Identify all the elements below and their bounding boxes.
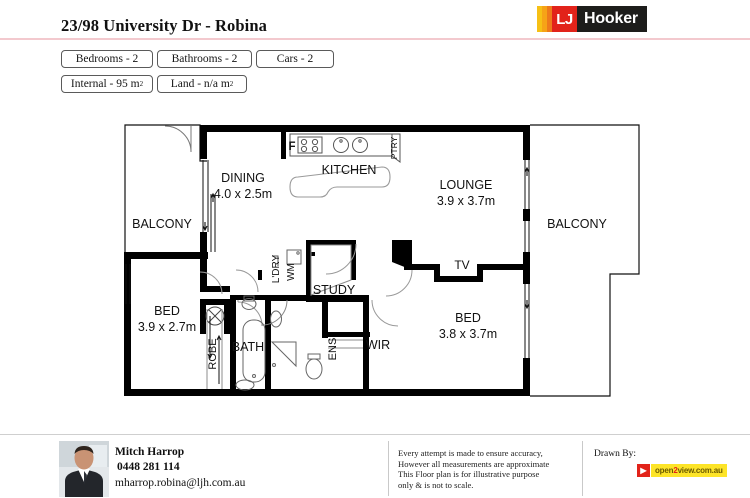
o2v-text-before: open <box>655 465 674 475</box>
agent-phone[interactable]: 0448 281 114 <box>117 461 180 473</box>
room-label-kitchen: KITCHEN <box>322 163 377 177</box>
badge-land-superscript: 2 <box>229 80 234 88</box>
label-laundry: L'DRY <box>271 254 282 283</box>
open2view-logo[interactable]: ▶ open2view.com.au <box>637 464 727 477</box>
logo-stripe-yellow-icon <box>537 6 542 32</box>
pantry-door-icon <box>391 133 401 163</box>
room-dims-bed-left: 3.9 x 2.7m <box>138 320 196 334</box>
badge-bathrooms-label: Bathrooms - 2 <box>171 53 238 65</box>
sliding-door-icon-group <box>125 160 530 358</box>
room-label-dining: DINING <box>221 171 265 185</box>
footer-divider <box>0 434 750 435</box>
toilet-ens-icon <box>305 358 323 380</box>
open2view-wordmark: open2view.com.au <box>651 464 727 477</box>
badge-bathrooms: Bathrooms - 2 <box>157 50 252 68</box>
wall-structure <box>124 125 530 396</box>
logo-wordmark: Hooker <box>577 6 647 32</box>
logo-mark: LJ <box>552 6 577 32</box>
agent-email[interactable]: mharrop.robina@ljh.com.au <box>115 477 246 489</box>
room-label-bed-left: BED <box>154 304 180 318</box>
entry-door-arc-icon <box>164 125 192 153</box>
badge-internal-label: Internal - 95 m <box>70 78 140 90</box>
page-title: 23/98 University Dr - Robina <box>61 16 267 35</box>
label-fridge: F <box>288 141 295 153</box>
sink-bowl-left-icon <box>333 137 349 153</box>
balcony-left-outline <box>124 124 207 259</box>
room-label-bath: BATH <box>232 340 264 354</box>
label-washing-machine: WM <box>286 263 297 281</box>
room-label-lounge: LOUNGE <box>440 178 493 192</box>
badge-internal-superscript: 2 <box>139 80 144 88</box>
cooktop-icon <box>297 136 323 154</box>
badge-bedrooms: Bedrooms - 2 <box>61 50 153 68</box>
badge-cars-label: Cars - 2 <box>276 53 314 65</box>
disclaimer-line-4: only & is not to scale. <box>398 479 474 490</box>
badge-bedrooms-label: Bedrooms - 2 <box>75 53 139 65</box>
robe-slider-arrows <box>207 316 222 384</box>
label-tv: TV <box>454 258 469 272</box>
room-label-wir: WIR <box>366 338 390 352</box>
lj-hooker-logo: LJ Hooker <box>537 6 647 32</box>
drawn-by-label: Drawn By: <box>594 449 636 459</box>
logo-stripe-amber-icon <box>542 6 547 32</box>
label-robe: ROBE <box>207 338 219 369</box>
disclaimer-line-3: This Floor plan is for illustrative purp… <box>398 469 540 480</box>
robe-shelf-lines <box>206 309 223 389</box>
o2v-text-after: view.com.au <box>677 465 723 475</box>
balcony-right-outline <box>530 124 640 397</box>
floorplan-drawing: BALCONY DINING 4.0 x 2.5m KITCHEN LOUNGE… <box>0 104 750 426</box>
o2v-text-accent: 2 <box>673 465 678 475</box>
basin-bath-icon <box>235 379 255 391</box>
disclaimer-line-1: Every attempt is made to ensure accuracy… <box>398 448 543 458</box>
logo-mark-text: LJ <box>556 10 573 28</box>
washing-machine-icon <box>286 249 302 265</box>
room-label-balcony-left: BALCONY <box>132 217 192 231</box>
room-label-bed-right: BED <box>455 311 481 325</box>
room-dims-lounge: 3.9 x 3.7m <box>437 194 495 208</box>
dining-table-fixture <box>289 166 391 198</box>
open2view-mark-icon: ▶ <box>637 464 650 477</box>
badge-land-label: Land - n/a m <box>170 78 230 90</box>
room-label-balcony-right: BALCONY <box>547 217 607 231</box>
rotated-label-group: PTRY ROBE L'DRY WM ENS <box>207 136 399 369</box>
wir-shelf-lines <box>328 339 363 349</box>
corner-shower-icon <box>270 341 297 368</box>
toilet-bowl-icon <box>241 298 257 310</box>
room-label-group: BALCONY DINING 4.0 x 2.5m KITCHEN LOUNGE… <box>132 141 607 354</box>
page-header: 23/98 University Dr - Robina LJ Hooker <box>0 0 750 40</box>
header-divider <box>0 38 750 40</box>
label-pantry: PTRY <box>389 136 399 159</box>
footer-column-divider-left <box>388 441 389 496</box>
room-dims-dining: 4.0 x 2.5m <box>214 187 272 201</box>
avatar <box>59 441 109 497</box>
label-ensuite: ENS <box>327 338 339 361</box>
bath-fixtures <box>235 295 266 391</box>
disclaimer-text: Every attempt is made to ensure accuracy… <box>398 448 578 490</box>
badge-cars: Cars - 2 <box>256 50 334 68</box>
logo-stripe-orange-icon <box>547 6 552 32</box>
study-desk-fixture <box>310 244 352 296</box>
kitchen-bench-fixture <box>289 133 401 157</box>
ceiling-fixture-icon <box>205 306 225 326</box>
toilet-cistern-icon <box>243 295 255 302</box>
basin-ens-icon <box>270 310 282 328</box>
laundry-fixtures <box>272 249 302 266</box>
sink-bowl-right-icon <box>352 137 368 153</box>
disclaimer-line-2: However all measurements are approximate <box>398 458 550 469</box>
logo-wordmark-text: Hooker <box>584 10 638 27</box>
agent-name: Mitch Harrop <box>115 446 185 458</box>
agent-portrait-icon <box>59 441 109 497</box>
footer-column-divider-right <box>582 441 583 496</box>
room-dims-bed-right: 3.8 x 3.7m <box>439 327 497 341</box>
bathtub-icon <box>242 319 266 383</box>
room-label-study: STUDY <box>313 283 356 297</box>
ensuite-fixtures <box>270 310 323 380</box>
